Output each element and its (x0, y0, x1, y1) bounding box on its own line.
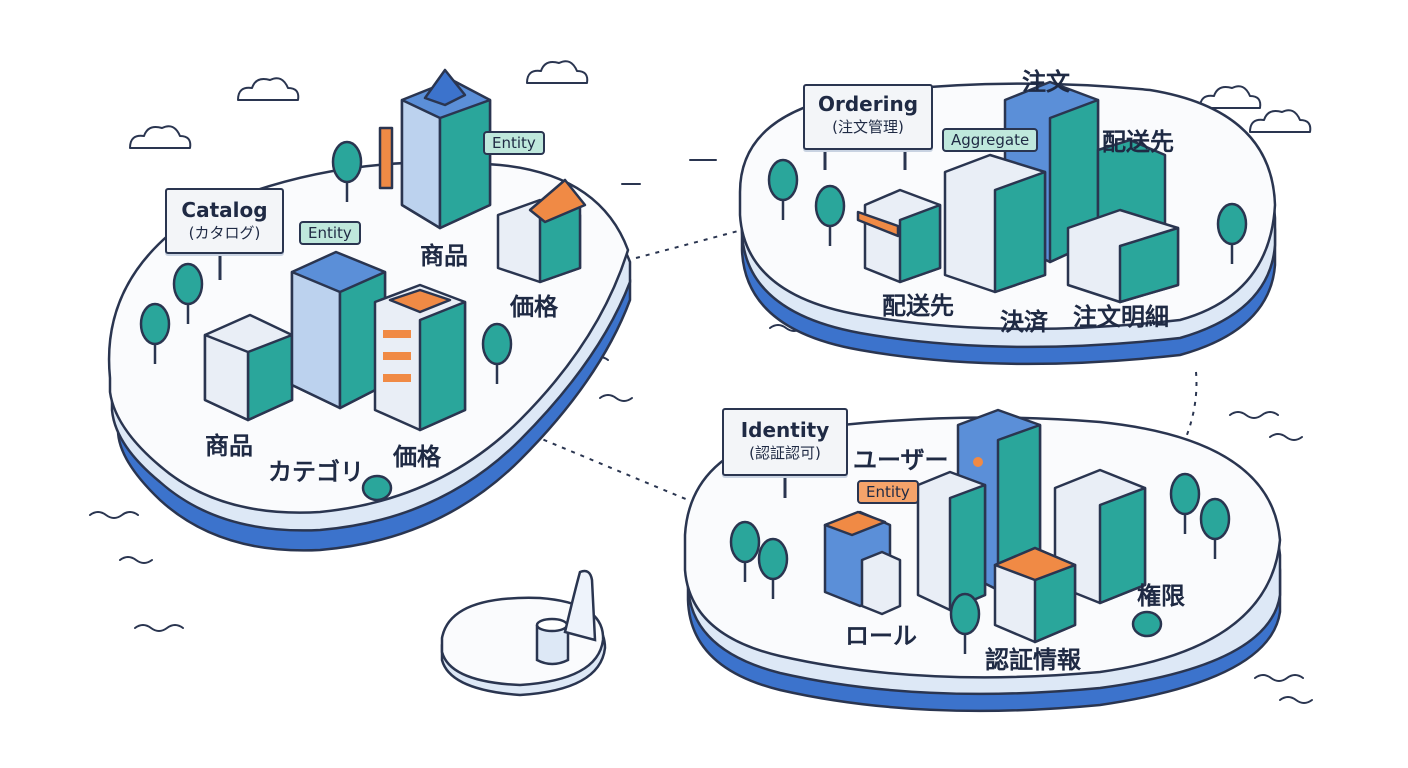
cloud-icon (1249, 109, 1312, 133)
catalog-entity-tag: Entity (299, 221, 361, 245)
orange-windows (383, 330, 411, 382)
ordering-sign: Ordering (注文管理) (803, 84, 933, 150)
cloud-icon (526, 60, 589, 84)
cloud-icon (129, 125, 192, 149)
entity-label: 決済 (1000, 308, 1048, 336)
ordering-sign-subtitle: (注文管理) (832, 118, 904, 136)
identity-sign-title: Identity (740, 418, 830, 442)
identity-buildings (823, 408, 1147, 644)
water-waves (89, 159, 1313, 704)
entity-label: 価格 (393, 443, 441, 471)
ordering-aggregate-tag: Aggregate (942, 128, 1039, 152)
identity-entity-tag: Entity (857, 480, 919, 504)
catalog-sign-subtitle: (カタログ) (188, 224, 261, 242)
entity-label: ユーザー (853, 446, 949, 474)
user-icon (973, 457, 983, 467)
cloud-icon (237, 77, 300, 101)
identity-sign-subtitle: (認証認可) (749, 444, 821, 462)
cloud-icon (1199, 85, 1262, 109)
ordering-buildings (856, 80, 1180, 304)
entity-label: 注文 (1022, 68, 1070, 96)
entity-label: 認証情報 (985, 646, 1081, 674)
entity-label: 注文明細 (1073, 303, 1169, 331)
bush-icon (361, 474, 393, 502)
catalog-sign: Catalog (カタログ) (165, 188, 284, 254)
entity-label: 配送先 (882, 292, 954, 320)
entity-label: ロール (845, 622, 917, 650)
entity-label: カテゴリ (268, 458, 364, 486)
entity-label: 配送先 (1102, 128, 1174, 156)
database-islet (440, 569, 607, 697)
catalog-entity-tag: Entity (483, 131, 545, 155)
identity-sign: Identity (認証認可) (722, 408, 848, 476)
entity-label: 権限 (1137, 582, 1185, 610)
entity-label: 商品 (420, 242, 468, 270)
catalog-buildings (203, 68, 587, 432)
catalog-sign-title: Catalog (181, 198, 268, 222)
bush-icon (1131, 610, 1163, 638)
entity-label: 価格 (510, 293, 558, 321)
ordering-sign-title: Ordering (817, 92, 919, 116)
entity-label: 商品 (205, 432, 253, 460)
